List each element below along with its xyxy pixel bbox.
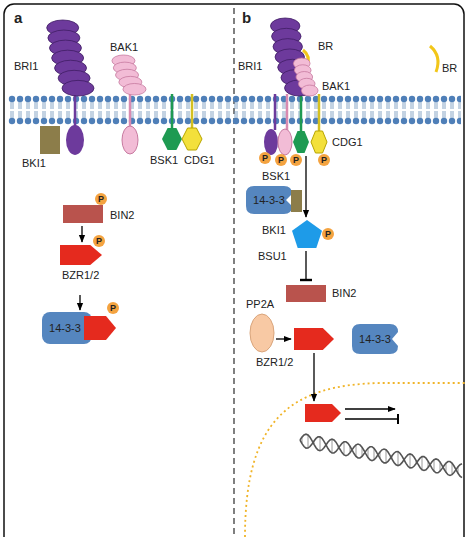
node-shape xyxy=(63,205,103,223)
transcription-factor: BZR1/2 xyxy=(294,328,334,350)
adaptor-protein: 14-3-3 xyxy=(352,324,398,354)
protein-label: PP2A xyxy=(246,298,274,311)
phospho-mark: P xyxy=(259,152,271,164)
kinase-hexagon: BSK1 xyxy=(293,131,309,153)
node-shape xyxy=(286,285,326,302)
phospho-mark: P xyxy=(93,235,105,247)
phosphatase-pentagon: BSU1 xyxy=(292,220,322,248)
ligand-symbol xyxy=(430,46,438,72)
inhibition-arrow xyxy=(305,251,306,280)
protein-label: BRI1 xyxy=(14,60,38,73)
node-shape xyxy=(40,126,60,154)
receptor-kinase: BRI1 xyxy=(44,20,94,96)
protein-label: BAK1 xyxy=(322,80,350,93)
protein-label: BIN2 xyxy=(110,209,134,222)
activation-arrow xyxy=(305,156,306,217)
coreceptor-kinase: BAK1 xyxy=(110,55,146,95)
node-shape xyxy=(293,131,309,153)
protein-label: BKI1 xyxy=(262,224,286,237)
import-arrow xyxy=(313,353,314,401)
protein-label: BSK1 xyxy=(150,154,178,167)
ligand-label: BR xyxy=(442,62,457,75)
phospho-mark: P xyxy=(290,154,302,166)
node-shape xyxy=(291,190,302,212)
kinase-hexagon: CDG1 xyxy=(311,131,327,153)
node-shape xyxy=(294,328,334,350)
panel-frame xyxy=(4,4,464,537)
protein-label: 14-3-3 xyxy=(42,322,88,335)
inhibitor-protein: BKI1 xyxy=(291,190,302,212)
protein-label: 14-3-3 xyxy=(352,333,398,346)
nuclear-bzr-symbol xyxy=(305,404,341,422)
kinase-block: BIN2 xyxy=(63,205,103,223)
panel-divider xyxy=(233,8,235,537)
panel-letter: b xyxy=(242,10,251,26)
kinase-block: BIN2 xyxy=(286,285,326,302)
phospho-mark: P xyxy=(95,193,107,205)
panel-letter: a xyxy=(14,10,22,26)
protein-label: CDG1 xyxy=(184,154,215,167)
node-shape xyxy=(292,220,322,248)
protein-label: BSU1 xyxy=(258,250,287,263)
protein-label: CDG1 xyxy=(332,136,363,149)
protein-label: BRI1 xyxy=(238,60,262,73)
node-shape xyxy=(182,128,202,150)
protein-label: BAK1 xyxy=(110,41,138,54)
protein-label: BZR1/2 xyxy=(62,269,99,282)
protein-label: BSK1 xyxy=(262,170,290,183)
node-shape xyxy=(44,20,94,96)
activation-arrow xyxy=(345,408,395,409)
protein-label: 14-3-3 xyxy=(246,194,292,207)
node-shape xyxy=(311,131,327,153)
transcription-factor: BZR1/2 xyxy=(60,245,102,265)
phospho-mark: P xyxy=(318,154,330,166)
node-shape xyxy=(292,58,318,96)
repression-arrow xyxy=(345,418,398,419)
inhibitor-protein: BKI1 xyxy=(40,126,60,154)
adaptor-protein: 14-3-3 xyxy=(246,186,292,214)
node-shape xyxy=(110,55,146,95)
activation-arrow xyxy=(81,226,82,242)
dna-helix xyxy=(300,434,462,478)
node-shape xyxy=(250,314,274,352)
coreceptor-kinase: BAK1 xyxy=(292,58,318,96)
nucleus-envelope xyxy=(245,383,466,537)
kinase-hexagon: CDG1 xyxy=(182,128,202,150)
plasma-membrane xyxy=(8,94,461,126)
protein-complex: 14-3-3 xyxy=(42,312,116,344)
activation-arrow xyxy=(276,338,291,339)
transmembrane-domains xyxy=(66,94,319,155)
protein-label: BZR1/2 xyxy=(256,356,293,369)
phospho-mark: P xyxy=(275,154,287,166)
phosphatase-ellipse: PP2A xyxy=(250,314,274,352)
kinase-hexagon: BSK1 xyxy=(162,128,182,150)
phospho-mark: P xyxy=(107,302,119,314)
activation-arrow xyxy=(79,295,80,310)
protein-label: BIN2 xyxy=(332,287,356,300)
ligand-label: BR xyxy=(318,40,333,53)
protein-label: BKI1 xyxy=(22,157,46,170)
node-shape xyxy=(162,128,182,150)
phospho-mark: P xyxy=(322,228,334,240)
node-shape xyxy=(60,245,102,265)
